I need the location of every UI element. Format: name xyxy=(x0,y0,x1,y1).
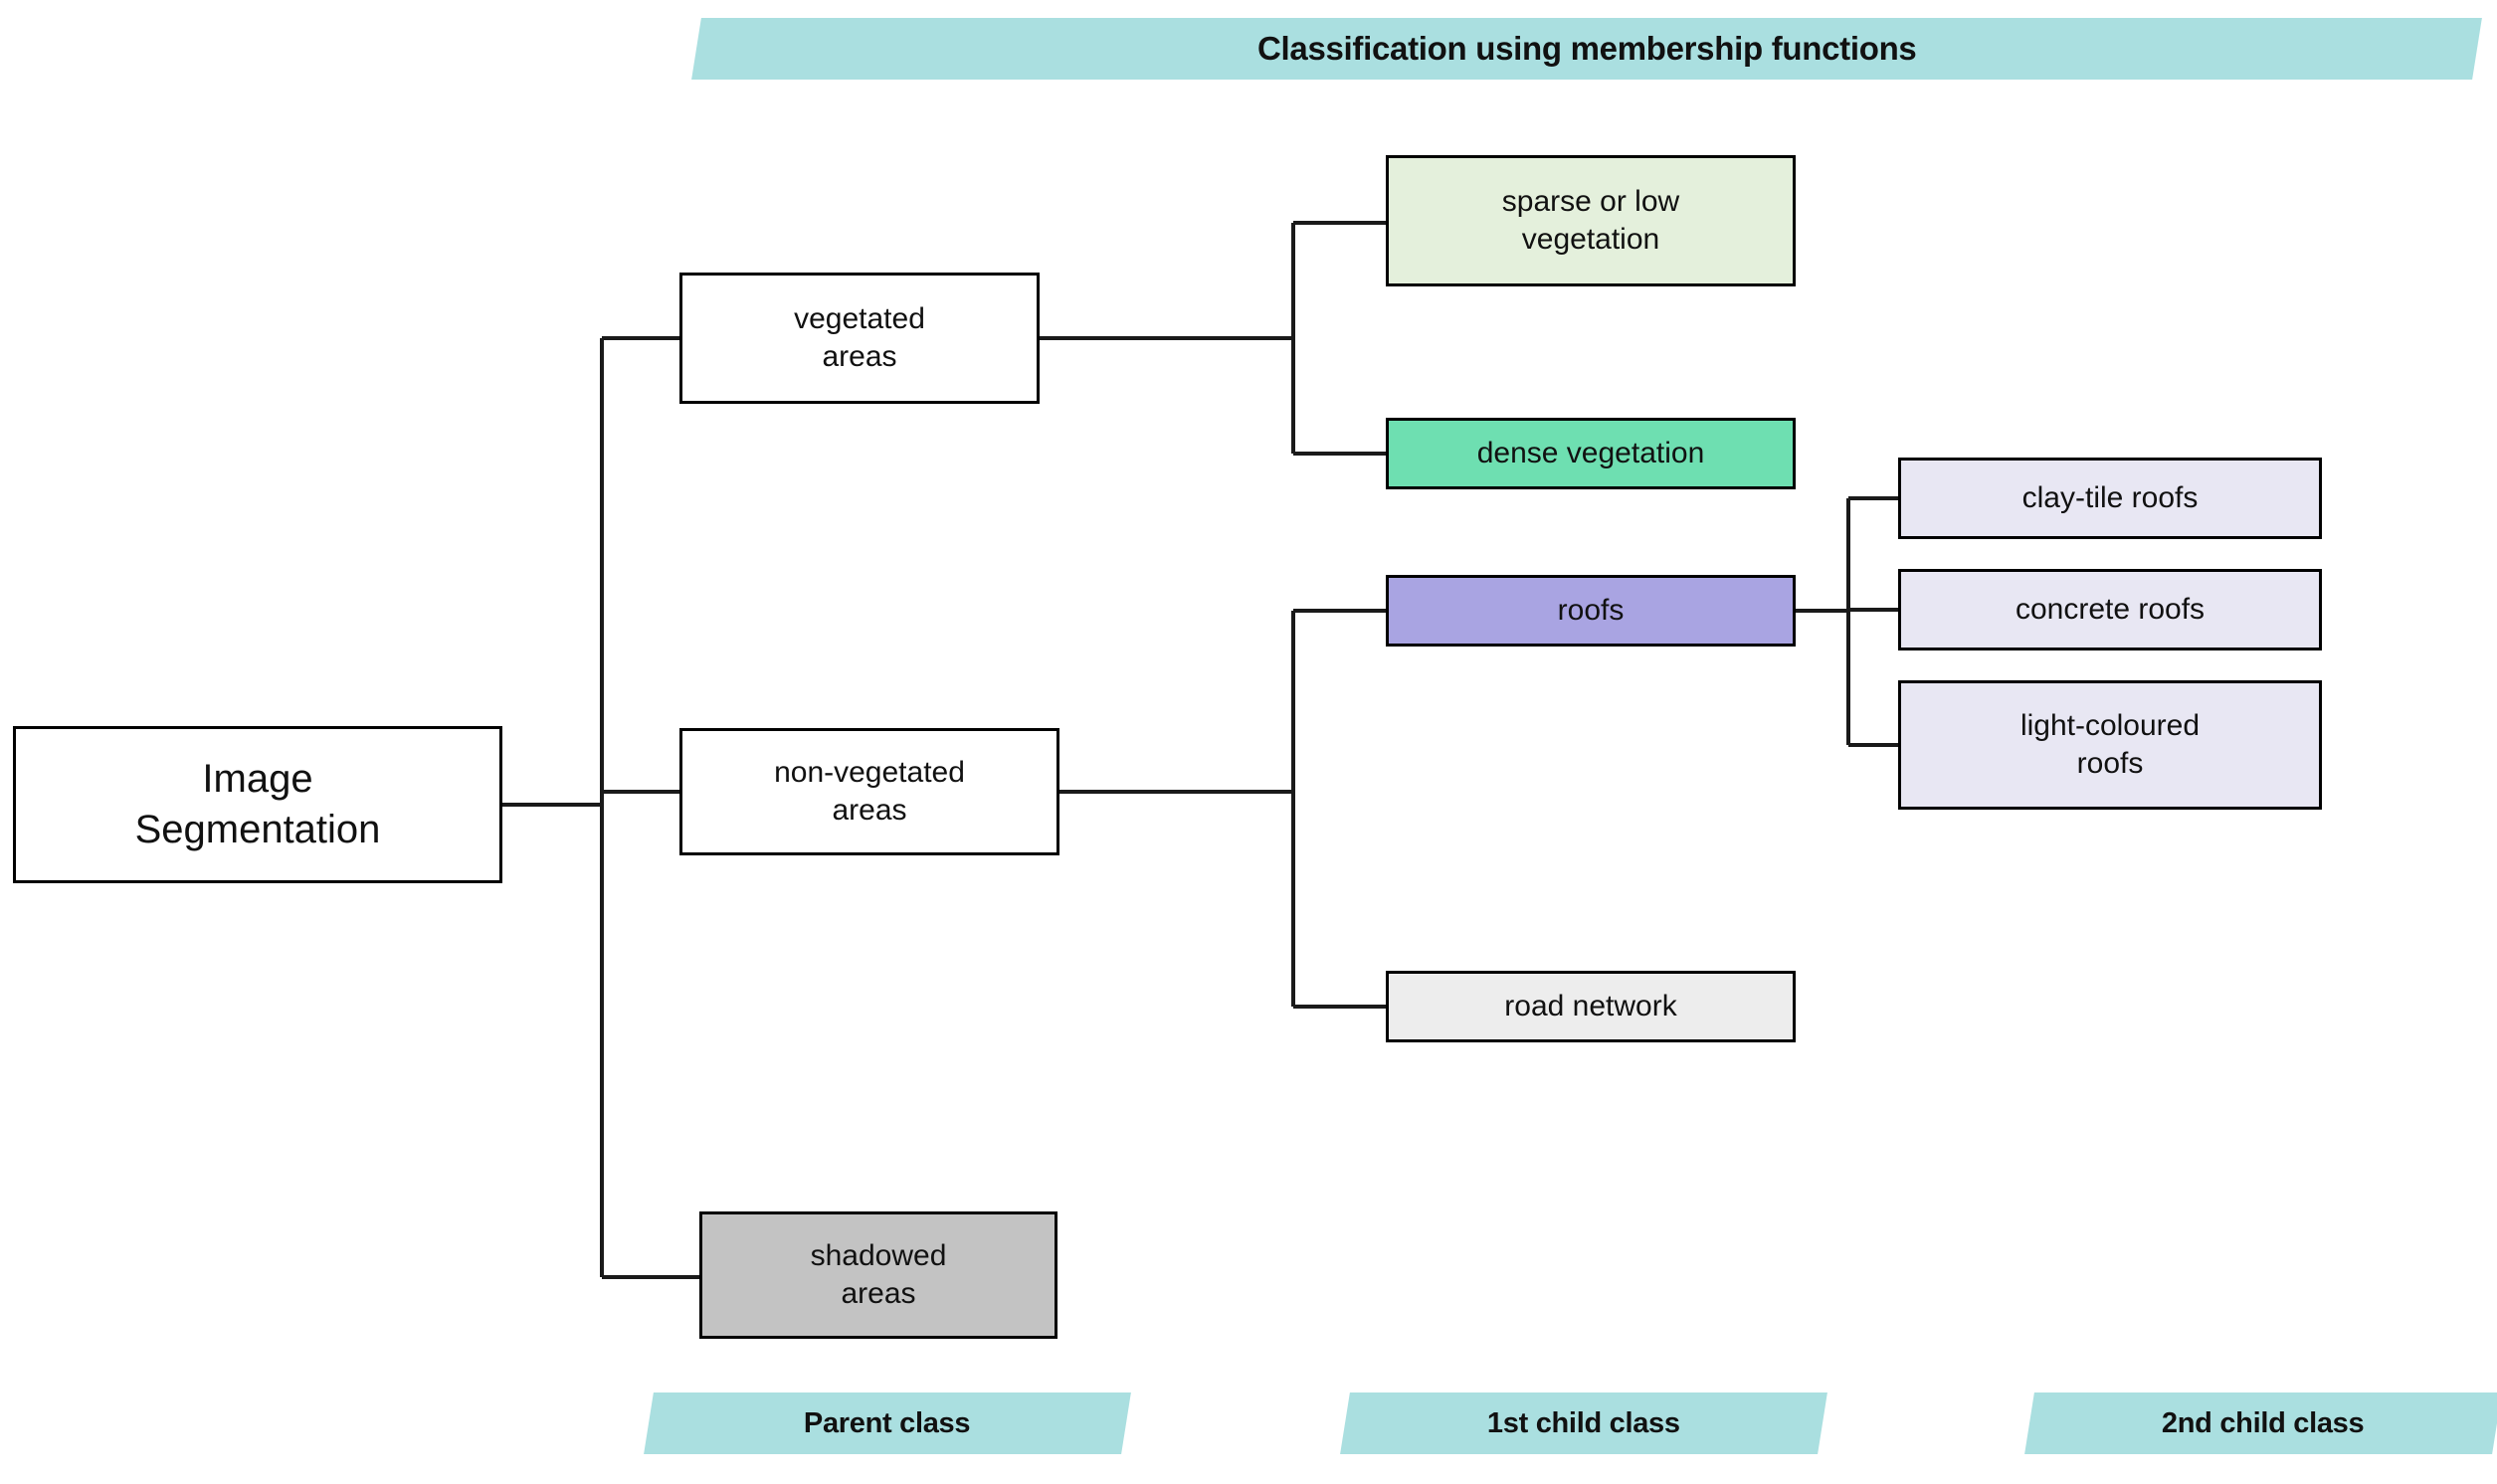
node-label-line1: Image xyxy=(202,756,313,801)
node-non-vegetated-areas[interactable]: non-vegetated areas xyxy=(679,728,1059,855)
node-label-line1: shadowed xyxy=(810,1238,947,1272)
node-clay-tile-roofs[interactable]: clay-tile roofs xyxy=(1898,458,2322,539)
node-label-line1: clay-tile roofs xyxy=(2021,480,2199,514)
legend-second-child-class-label: 2nd child class xyxy=(2162,1406,2365,1439)
node-label-line1: sparse or low xyxy=(1501,184,1680,218)
node-label: light-coloured roofs xyxy=(2020,707,2200,784)
node-road-network[interactable]: road network xyxy=(1386,971,1796,1042)
node-concrete-roofs[interactable]: concrete roofs xyxy=(1898,569,2322,650)
legend-parent-class: Parent class xyxy=(644,1392,1131,1454)
node-label-line1: roofs xyxy=(1557,593,1625,627)
node-label-line1: light-coloured xyxy=(2019,708,2201,742)
node-light-coloured-roofs[interactable]: light-coloured roofs xyxy=(1898,680,2322,810)
node-label: sparse or low vegetation xyxy=(1502,183,1679,260)
node-label: shadowed areas xyxy=(811,1237,947,1314)
node-label-line1: concrete roofs xyxy=(2015,592,2206,626)
legend-second-child-class: 2nd child class xyxy=(2024,1392,2497,1454)
node-roofs[interactable]: roofs xyxy=(1386,575,1796,647)
node-label-line2: areas xyxy=(832,794,907,827)
title-banner: Classification using membership function… xyxy=(691,18,2482,80)
node-sparse-or-low-vegetation[interactable]: sparse or low vegetation xyxy=(1386,155,1796,286)
node-label-line2: areas xyxy=(841,1277,916,1310)
node-label: vegetated areas xyxy=(794,300,925,377)
legend-first-child-class: 1st child class xyxy=(1340,1392,1827,1454)
node-label-line1: non-vegetated xyxy=(774,755,965,789)
legend-first-child-class-label: 1st child class xyxy=(1487,1406,1680,1439)
node-label-line2: roofs xyxy=(2076,747,2144,780)
node-label-line1: vegetated xyxy=(794,301,925,335)
node-dense-vegetation[interactable]: dense vegetation xyxy=(1386,418,1796,489)
legend-parent-class-label: Parent class xyxy=(804,1406,971,1439)
title-banner-label: Classification using membership function… xyxy=(1256,30,1917,67)
node-label-line1: road network xyxy=(1504,989,1677,1022)
node-label-line2: areas xyxy=(822,340,897,373)
node-label: non-vegetated areas xyxy=(774,754,965,831)
node-label-line2: vegetation xyxy=(1521,223,1660,256)
node-shadowed-areas[interactable]: shadowed areas xyxy=(699,1211,1057,1339)
node-label-line1: dense vegetation xyxy=(1476,436,1705,469)
node-label-line2: Segmentation xyxy=(134,808,381,851)
node-image-segmentation[interactable]: Image Segmentation xyxy=(13,726,502,883)
node-label: Image Segmentation xyxy=(135,754,381,855)
node-vegetated-areas[interactable]: vegetated areas xyxy=(679,273,1040,404)
